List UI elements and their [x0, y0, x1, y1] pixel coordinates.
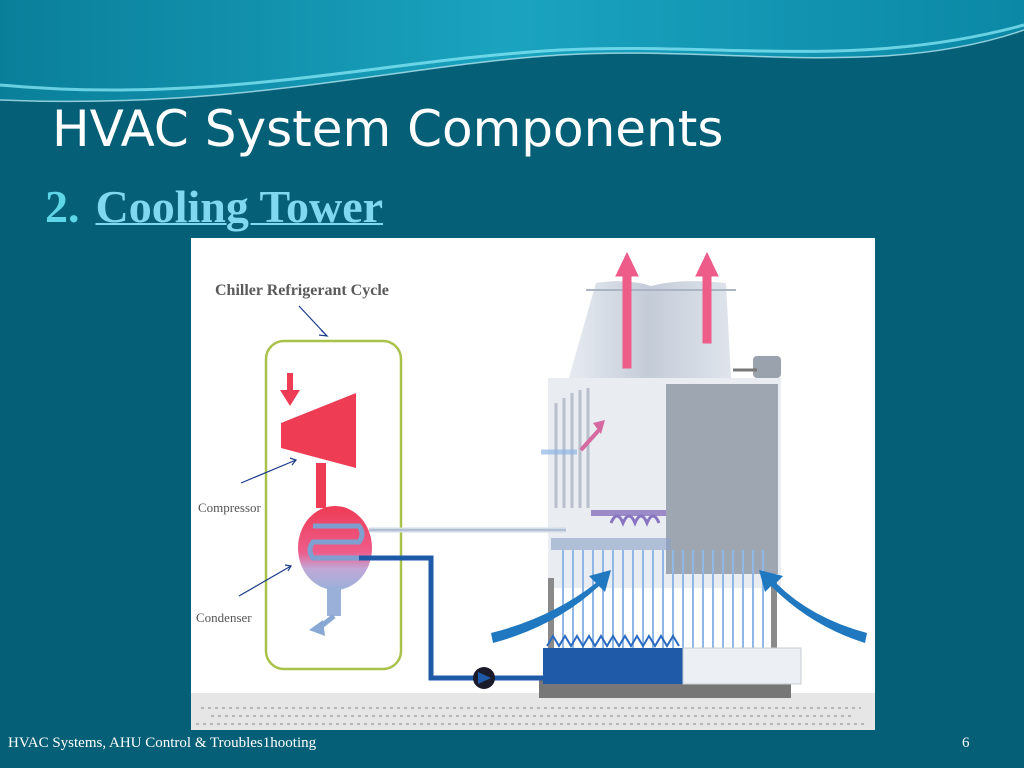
chiller-cycle-label: Chiller Refrigerant Cycle [215, 282, 389, 299]
air-inlet-arrows [491, 570, 867, 643]
condenser-label: Condenser [196, 610, 252, 625]
compressor-symbol [280, 373, 356, 508]
decorative-wave-banner [0, 0, 1024, 120]
footer-text: HVAC Systems, AHU Control & Troubles1hoo… [8, 735, 317, 751]
refrigerant-cycle-outline [264, 339, 403, 671]
exhaust-arrows [615, 251, 719, 369]
basin-right [682, 647, 802, 685]
compressor-label: Compressor [198, 500, 261, 515]
falling-water [562, 550, 764, 658]
slide-title: HVAC System Components [52, 100, 724, 158]
cooling-tower-illustration [191, 251, 875, 730]
slide-subtitle: 2. Cooling Tower [45, 180, 383, 233]
page-number: 6 [962, 735, 970, 751]
supply-pipe [359, 555, 476, 681]
fan-motor [753, 356, 781, 378]
cooling-tower-diagram: Chiller Refrigerant Cycle Compressor Con… [191, 238, 875, 730]
pointer-arrows [238, 305, 329, 597]
subtitle-number: 2. [45, 181, 80, 232]
fan-stack [566, 281, 731, 388]
water-basin [543, 648, 683, 684]
cooling-tower-link[interactable]: Cooling Tower [95, 181, 384, 232]
tower-side-panel [666, 384, 778, 574]
